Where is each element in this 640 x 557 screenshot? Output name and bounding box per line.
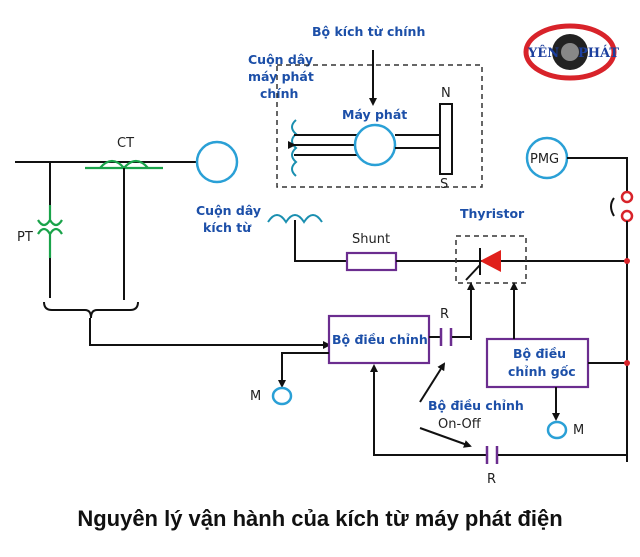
main-winding-coil-icon (291, 119, 298, 177)
ct-label: CT (117, 136, 134, 151)
pt-coil-icon (37, 205, 63, 258)
regulator-label: Bộ điều chỉnh (332, 332, 428, 347)
magnet-bar (439, 103, 453, 175)
generator-label: Máy phát (342, 107, 407, 122)
output-circle (195, 140, 239, 184)
generator-circle (353, 123, 397, 167)
thyristor-enclosure (455, 235, 527, 284)
onoff-arrow-top (419, 362, 446, 403)
exciter-coil-icon (267, 214, 323, 224)
m-left-label: M (250, 389, 261, 404)
main-exciter-label: Bộ kích từ chính (312, 24, 425, 39)
yen-phat-logo: YÊN PHÁT (523, 23, 619, 81)
switch-contact-bottom (620, 209, 634, 223)
main-winding-label-1: Cuộn dây (248, 52, 313, 67)
exciter-coil-label-2: kích từ (203, 220, 252, 235)
exciter-coil-label-1: Cuộn dây (196, 203, 261, 218)
pt-label: PT (17, 230, 33, 245)
motor-right-icon (546, 420, 568, 440)
onoff-arrow-bottom (419, 427, 472, 448)
switch-contact-top (620, 190, 634, 204)
motor-left-icon (271, 386, 293, 406)
main-winding-label-3: chính (260, 86, 298, 101)
signal-brace (43, 301, 139, 319)
logo-ring-icon (523, 23, 617, 81)
r-bottom-label: R (487, 472, 496, 487)
thyristor-label: Thyristor (460, 206, 525, 221)
regulator-box (327, 314, 431, 365)
r-top-label: R (440, 307, 449, 322)
m-right-label: M (573, 423, 584, 438)
shunt-resistor (345, 251, 398, 272)
base-reg-label-2: chỉnh gốc (508, 364, 576, 379)
diagram-caption: Nguyên lý vận hành của kích từ máy phát … (77, 506, 562, 531)
onoff-label-1: Bộ điều chỉnh (428, 398, 524, 413)
shunt-label: Shunt (352, 232, 390, 247)
base-regulator-box (485, 337, 590, 389)
north-pole-label: N (441, 86, 451, 101)
pmg-label: PMG (530, 152, 559, 167)
generator-enclosure (276, 64, 483, 188)
base-reg-label-1: Bộ điều (513, 346, 566, 361)
onoff-label-2: On-Off (438, 417, 482, 432)
logo-text-right: PHÁT (578, 45, 619, 61)
main-winding-label-2: máy phát (248, 69, 314, 84)
switch-icon (610, 197, 615, 217)
logo-text-left: YÊN (527, 45, 559, 61)
thyristor-icon (480, 250, 501, 272)
south-pole-label: S (440, 177, 448, 192)
